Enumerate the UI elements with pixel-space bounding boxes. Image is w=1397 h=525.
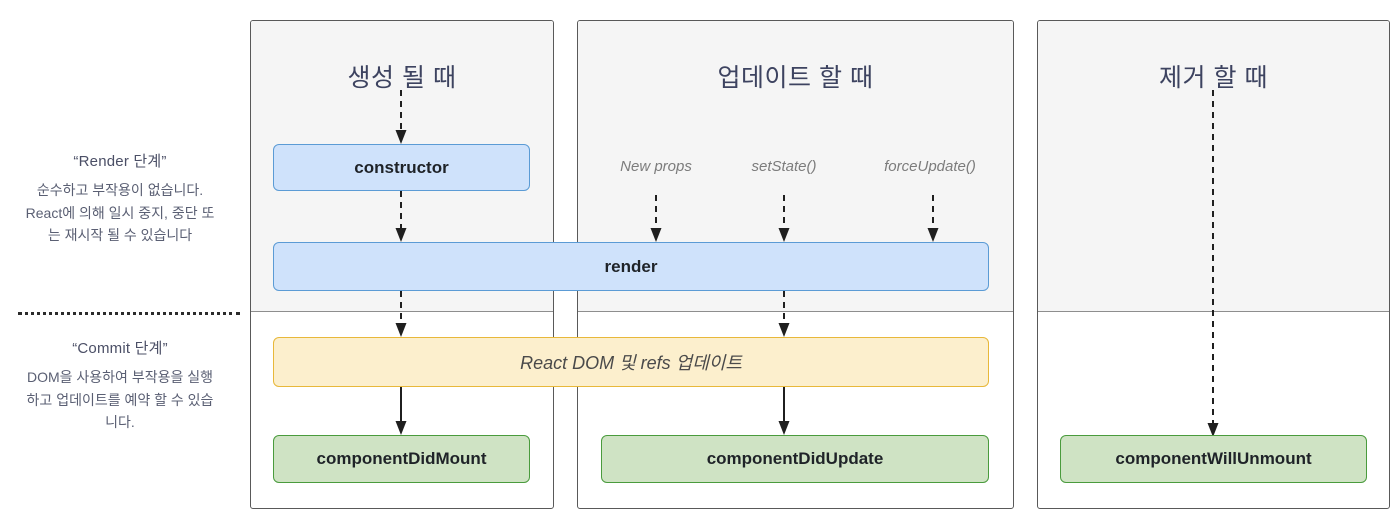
legend-commit-phase-body: DOM을 사용하여 부작용을 실행하고 업데이트를 예약 할 수 있습니다. <box>26 369 214 431</box>
arrow-unmounting-to-componentwillunmount <box>1205 90 1221 437</box>
panel-unmounting-title: 제거 할 때 <box>1159 64 1268 92</box>
arrow-constructor-to-render <box>393 191 409 242</box>
arrow-reactdom-to-componentdidupdate <box>776 387 792 435</box>
arrow-render-to-reactdom-updating <box>776 291 792 337</box>
legend-render-phase-title: “Render 단계” <box>73 153 167 170</box>
legend-commit-phase: “Commit 단계” DOM을 사용하여 부작용을 실행하고 업데이트를 예약… <box>0 337 240 434</box>
arrow-new-props-to-render <box>648 195 664 242</box>
node-component-will-unmount[interactable]: componentWillUnmount <box>1060 435 1367 483</box>
trigger-label-new-props: New props <box>620 158 692 175</box>
panel-updating-title: 업데이트 할 때 <box>717 64 874 92</box>
arrow-render-to-reactdom-mounting <box>393 291 409 337</box>
panel-mounting-title: 생성 될 때 <box>347 64 457 92</box>
legend-render-phase: “Render 단계” 순수하고 부작용이 없습니다. React에 의해 일시… <box>0 150 240 247</box>
node-constructor[interactable]: constructor <box>273 144 530 191</box>
legend-commit-phase-title: “Commit 단계” <box>72 340 168 357</box>
arrow-forceupdate-to-render <box>925 195 941 242</box>
node-component-did-update[interactable]: componentDidUpdate <box>601 435 989 483</box>
node-render[interactable]: render <box>273 242 989 291</box>
node-react-dom-and-refs-update[interactable]: React DOM 및 refs 업데이트 <box>273 337 989 387</box>
phase-divider-dotted-line <box>18 312 240 315</box>
trigger-label-forceupdate: forceUpdate() <box>884 158 976 175</box>
trigger-label-setstate: setState() <box>751 158 817 175</box>
node-component-did-mount[interactable]: componentDidMount <box>273 435 530 483</box>
arrow-reactdom-to-componentdidmount <box>393 387 409 435</box>
arrow-mounting-to-constructor <box>393 90 409 144</box>
legend-render-phase-body: 순수하고 부작용이 없습니다. React에 의해 일시 중지, 중단 또는 재… <box>25 182 215 244</box>
arrow-setstate-to-render <box>776 195 792 242</box>
